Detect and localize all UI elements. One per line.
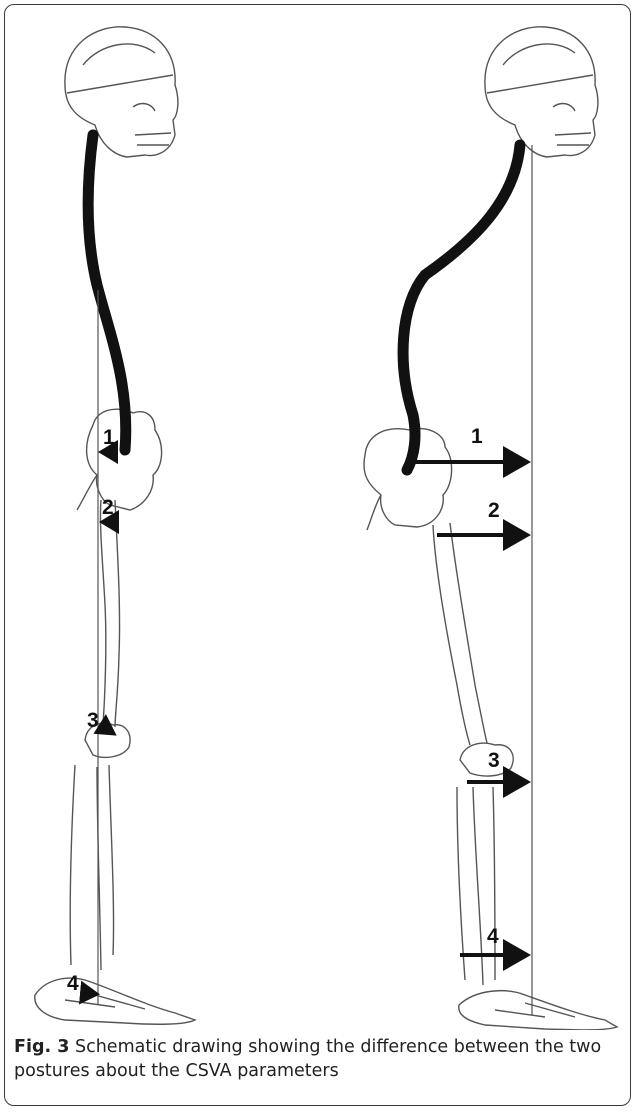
right-foot xyxy=(459,991,617,1030)
right-label-4: 4 xyxy=(487,925,499,948)
left-label-1: 1 xyxy=(103,426,115,449)
left-spine xyxy=(88,135,126,450)
left-tibia xyxy=(70,765,113,970)
left-label-3: 3 xyxy=(87,709,99,732)
figure-caption: Fig. 3 Schematic drawing showing the dif… xyxy=(14,1035,620,1083)
right-label-1: 1 xyxy=(471,425,483,448)
left-femur xyxy=(100,500,119,727)
left-label-2: 2 xyxy=(102,496,114,519)
right-femur xyxy=(433,523,487,745)
caption-label: Fig. 3 xyxy=(14,1037,69,1057)
right-label-3: 3 xyxy=(488,749,500,772)
skeleton-illustration: 1 2 3 4 1 2 3 4 xyxy=(5,5,630,1030)
left-arrow-4 xyxy=(85,993,96,994)
right-pelvis xyxy=(364,429,452,527)
right-label-2: 2 xyxy=(488,499,500,522)
left-label-4: 4 xyxy=(67,972,79,995)
right-knee xyxy=(460,743,513,776)
left-skeleton xyxy=(35,27,195,1024)
caption-text: Schematic drawing showing the difference… xyxy=(14,1037,601,1081)
right-skeleton xyxy=(364,27,617,1030)
right-arrows xyxy=(410,462,527,955)
left-skull xyxy=(65,27,178,157)
right-skull xyxy=(485,27,598,157)
right-spine xyxy=(403,145,520,470)
